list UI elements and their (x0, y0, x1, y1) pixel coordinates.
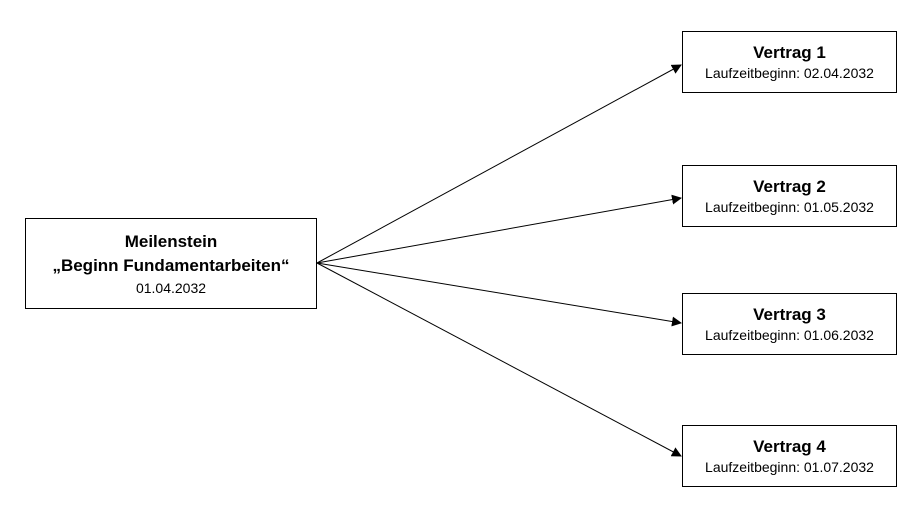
arrow-to-vertrag-2 (316, 194, 682, 264)
arrow-to-vertrag-1 (316, 64, 682, 264)
arrow-to-vertrag-4 (316, 262, 682, 457)
contract-box-2: Vertrag 2 Laufzeitbeginn: 01.05.2032 (682, 165, 897, 227)
milestone-date: 01.04.2032 (135, 279, 207, 296)
contract-box-4: Vertrag 4 Laufzeitbeginn: 01.07.2032 (682, 425, 897, 487)
contract-box-3: Vertrag 3 Laufzeitbeginn: 01.06.2032 (682, 293, 897, 355)
contract-start: Laufzeitbeginn: 01.05.2032 (705, 198, 874, 215)
milestone-title-line1: Meilenstein (124, 231, 218, 251)
contract-name: Vertrag 4 (753, 436, 826, 456)
contract-start: Laufzeitbeginn: 01.07.2032 (705, 458, 874, 475)
contract-start: Laufzeitbeginn: 02.04.2032 (705, 64, 874, 81)
milestone-box: Meilenstein „Beginn Fundamentarbeiten“ 0… (25, 218, 317, 309)
contract-name: Vertrag 3 (753, 304, 826, 324)
contract-name: Vertrag 1 (753, 42, 826, 62)
milestone-title-line2: „Beginn Fundamentarbeiten“ (52, 255, 290, 275)
contract-box-1: Vertrag 1 Laufzeitbeginn: 02.04.2032 (682, 31, 897, 93)
arrow-to-vertrag-3 (316, 262, 682, 327)
contract-name: Vertrag 2 (753, 176, 826, 196)
contract-start: Laufzeitbeginn: 01.06.2032 (705, 326, 874, 343)
